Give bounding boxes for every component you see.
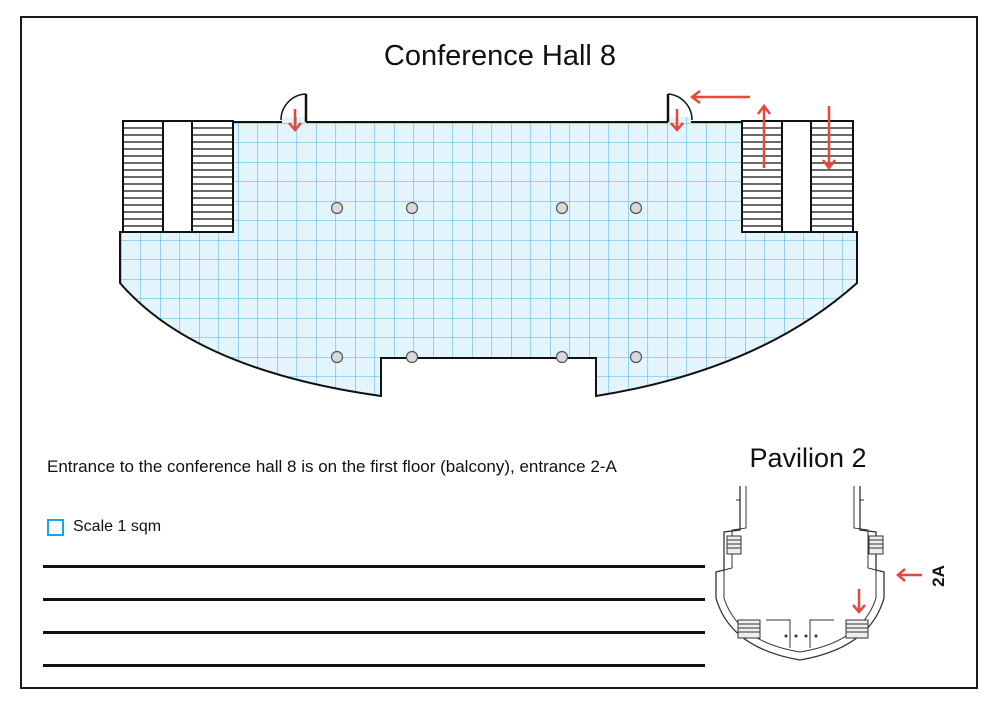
door-right: [666, 93, 693, 122]
column: [330, 201, 344, 215]
blank-line: [43, 565, 705, 568]
column: [629, 350, 643, 364]
blank-line: [43, 631, 705, 634]
arrow-down-icon: [670, 109, 684, 132]
staircase-right: [741, 120, 854, 233]
pavilion-plan: [715, 486, 885, 661]
blank-line: [43, 664, 705, 667]
column: [330, 350, 344, 364]
arrow-down-icon: [822, 106, 836, 171]
column: [405, 201, 419, 215]
arrow-up-icon: [757, 103, 771, 168]
hall-floor: [119, 117, 858, 398]
arrow-down-icon: [288, 109, 302, 132]
door-left: [280, 93, 308, 122]
staircase-left: [122, 120, 234, 233]
blank-line: [43, 598, 705, 601]
column: [629, 201, 643, 215]
arrow-left-icon: [896, 568, 922, 582]
hall-title: Conference Hall 8: [383, 40, 617, 72]
scale-swatch-icon: [47, 518, 64, 536]
map-sheet: [20, 16, 978, 689]
column: [555, 201, 569, 215]
scale-label: Scale 1 sqm: [73, 518, 162, 535]
route-arrows: [288, 90, 836, 171]
entrance-note: Entrance to the conference hall 8 is on …: [47, 457, 617, 476]
entrance-label: 2A: [929, 565, 948, 587]
pavilion-arrows: [852, 568, 922, 614]
columns: [330, 201, 643, 364]
column: [555, 350, 569, 364]
arrow-left-icon: [689, 90, 750, 104]
arrow-down-icon: [852, 589, 866, 614]
scale-legend: Scale 1 sqm: [47, 516, 161, 538]
pavilion-title: Pavilion 2: [749, 443, 867, 473]
column: [405, 350, 419, 364]
